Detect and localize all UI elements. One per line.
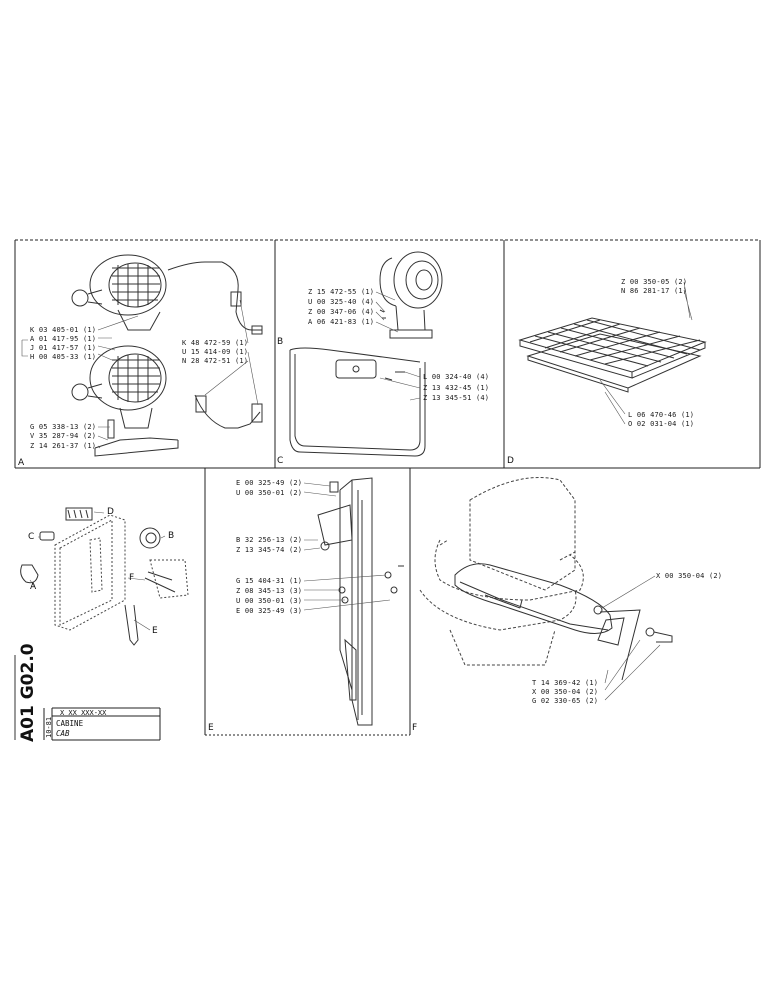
part-label: U 00 325-40 (4) [308,298,375,306]
armrest-drawing [454,563,673,681]
part-label: E 00 325-49 (2) [236,479,303,487]
part-label: T 14 369-42 (1) [532,679,599,687]
part-number-placeholder: X XX XXX-XX [60,709,107,717]
panel-letter-B: B [277,337,284,347]
panel-letter-A: A [18,458,25,468]
title-french: CABINE [56,719,84,728]
part-label: U 00 350-01 (3) [236,597,303,605]
part-label: J 01 417-57 (1) [30,344,97,352]
part-label: A 06 421-83 (1) [308,318,375,326]
sun-visor-drawing [518,317,707,393]
part-label: L 00 324-40 (4) [423,373,490,381]
part-label: Z 15 472-55 (1) [308,288,375,296]
part-label: X 00 350-04 (2) [656,572,723,580]
part-label: N 86 281-17 (1) [621,287,688,295]
callout-C: C [28,532,35,542]
document-code: A01 G02.0 [18,643,38,742]
overview-parts [20,507,176,646]
work-lamp-lower [71,345,263,457]
part-label: K 03 405-01 (1) [30,326,97,334]
part-label: V 35 287-94 (2) [30,432,97,440]
callout-B: B [168,531,175,541]
title-block [43,707,161,741]
rear-view-mirror-drawing [289,347,426,457]
part-label: H 00 405-33 (1) [30,353,97,361]
pillar-bracket-drawing [317,477,404,726]
part-label: Z 00 350-05 (2) [621,278,688,286]
part-label: X 00 350-04 (2) [532,688,599,696]
part-label: A 01 417-95 (1) [30,335,97,343]
panel-letter-F: F [412,723,418,733]
part-label: U 00 350-01 (2) [236,489,303,497]
part-label: Z 08 345-13 (3) [236,587,303,595]
part-label: G 05 338-13 (2) [30,423,97,431]
callout-D: D [107,507,114,517]
part-label: G 02 330-65 (2) [532,697,599,705]
leader-lines-A [21,299,259,449]
part-label: Z 00 347-06 (4) [308,308,375,316]
panel-letter-C: C [277,456,284,466]
callout-F: F [129,573,135,583]
seat-drawing [419,477,584,666]
part-label: E 00 325-49 (3) [236,607,303,615]
horn-drawing [379,251,443,339]
part-label: L 06 470-46 (1) [628,411,695,419]
part-label: Z 14 261-37 (1) [30,442,97,450]
callout-E: E [152,626,158,636]
title-english: CAB [56,729,70,738]
part-label: K 48 472-59 (1) [182,339,249,347]
part-label: Z 13 432-45 (1) [423,384,490,392]
part-label: O 02 031-04 (1) [628,420,695,428]
panel-letter-E: E [208,723,214,733]
panel-letter-D: D [507,456,514,466]
part-label: B 32 256-13 (2) [236,536,303,544]
part-label: Z 13 345-74 (2) [236,546,303,554]
part-label: Z 13 345-51 (4) [423,394,490,402]
part-label: U 15 414-09 (1) [182,348,249,356]
part-label: N 28 472-51 (1) [182,357,249,365]
document-revision: 10-81 [45,716,53,738]
callout-A: A [30,582,37,592]
cab-overview-drawing [54,514,189,631]
part-label: G 15 404-31 (1) [236,577,303,585]
work-lamp-upper [71,254,263,335]
